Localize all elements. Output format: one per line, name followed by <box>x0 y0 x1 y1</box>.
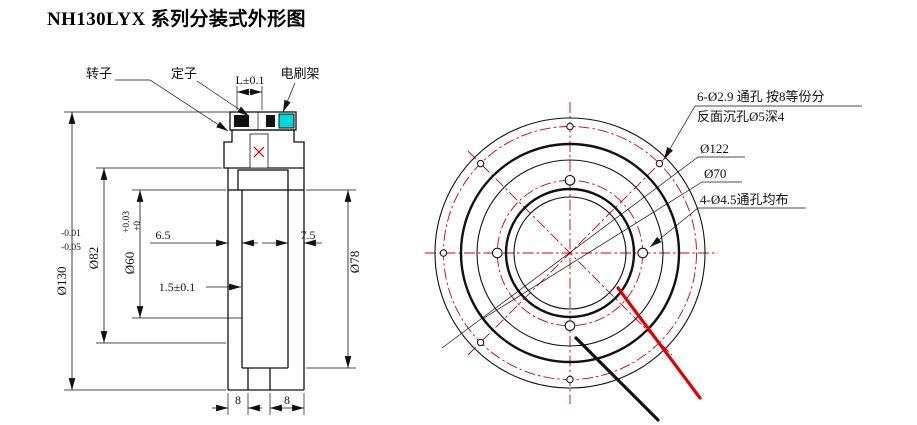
bolt-circle-dia-label: Ø122 <box>700 141 729 156</box>
holes4-leader-line <box>649 207 699 248</box>
outer-dia-tol-lower: -0.05 <box>61 243 81 253</box>
foot-left-label: 8 <box>235 393 241 407</box>
step-circle <box>476 159 664 347</box>
red-lead-wire <box>616 286 702 400</box>
rotor-label: 转子 <box>86 66 112 81</box>
holes4-note-label: 4-Ø4.5通孔均布 <box>700 192 788 207</box>
inner-circle-leader-line <box>483 181 703 319</box>
bore-dia-tol-lower: +0 <box>133 221 143 231</box>
holes6-note-line2: 反面沉孔Ø5深4 <box>697 109 785 124</box>
holes6-leader-line <box>663 105 696 160</box>
foot-right-label: 8 <box>284 393 290 407</box>
brush-block-right <box>266 115 275 127</box>
housing-outline <box>227 168 305 391</box>
hole-2-9 <box>566 122 574 131</box>
hole-4-5 <box>491 247 503 259</box>
bore-dia-tol-upper: +0.03 <box>122 211 132 233</box>
black-lead-wire <box>574 336 660 422</box>
brush-leader-line <box>282 82 296 113</box>
brush-block-left <box>234 115 249 127</box>
outer-flange-circle <box>434 117 706 389</box>
hole-4-5 <box>564 174 576 186</box>
bore-dia-label: Ø60 <box>122 252 137 274</box>
width-right-label: 7.5 <box>301 228 316 242</box>
hole-2-9 <box>476 159 485 168</box>
outer-dia-tol-upper: -0.01 <box>61 229 81 239</box>
body-circle <box>459 142 681 364</box>
stator-label: 定子 <box>171 66 197 81</box>
hole-4-5 <box>637 247 649 259</box>
holes-2-9 <box>439 122 664 384</box>
stator-slot <box>249 133 269 169</box>
inner-circle-dia-label: Ø70 <box>704 166 726 181</box>
section-view: 转子 定子 电刷架 L±0.1 -0.01 -0.05 Ø130 Ø82 <box>54 66 362 415</box>
length-dim-label: L±0.1 <box>236 73 265 87</box>
brush-spring-block <box>278 113 295 129</box>
stator-leader-line <box>196 80 250 117</box>
holes6-note-line1: 6-Ø2.9 通孔 按8等份分 <box>697 89 824 104</box>
track-dia-label: Ø78 <box>347 251 362 273</box>
holes-4-5 <box>491 174 649 332</box>
hole-2-9 <box>566 375 574 384</box>
hole-2-9 <box>655 159 664 168</box>
hole-4-5 <box>564 320 576 332</box>
front-view: 6-Ø2.9 通孔 按8等份分 反面沉孔Ø5深4 Ø122 Ø70 4-Ø4.5… <box>425 89 862 422</box>
width-left-label: 6.5 <box>156 228 171 242</box>
bolt-circle-leader-line <box>441 156 699 349</box>
rotor-leader-line <box>115 79 229 132</box>
outer-dia-label: Ø130 <box>54 267 69 296</box>
gap-dim-label: 1.5±0.1 <box>159 280 196 294</box>
hole-2-9 <box>439 249 448 257</box>
page-title: NH130LYX 系列分装式外形图 <box>47 9 306 30</box>
mid-dia-label: Ø82 <box>86 247 101 269</box>
inner-circle <box>513 196 627 310</box>
slot-cross-mark <box>253 146 265 158</box>
brush-holder-label: 电刷架 <box>280 66 319 81</box>
bore-circle <box>504 187 636 319</box>
rotor-section <box>237 169 289 191</box>
centerline-diagonal <box>467 150 673 356</box>
hole-2-9 <box>476 338 485 347</box>
